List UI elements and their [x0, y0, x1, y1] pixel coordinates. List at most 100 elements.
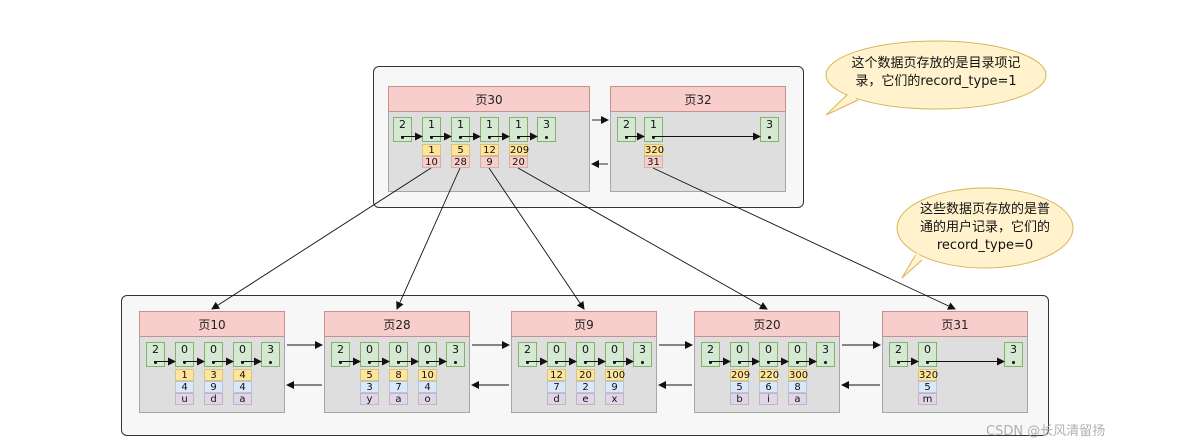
min-key-cell: 320	[644, 144, 665, 156]
column-c3-cell: a	[788, 393, 807, 405]
next-record-pointer	[241, 361, 244, 364]
column-c3-cell: u	[175, 393, 194, 405]
record-header: 0	[759, 342, 778, 367]
next-record-pointer	[555, 361, 558, 364]
primary-key-cell: 209	[730, 369, 751, 381]
page-number-cell: 31	[644, 156, 663, 168]
next-record-pointer	[767, 361, 770, 364]
directory-callout: 这个数据页存放的是目录项记 录，它们的record_type=1	[818, 38, 1048, 120]
column-c2-cell: 5	[918, 381, 937, 393]
record-header: 0	[918, 342, 937, 367]
column-c2-cell: 4	[418, 381, 437, 393]
column-c2-cell: 3	[360, 381, 379, 393]
page-number-cell: 9	[480, 156, 499, 168]
record-type: 0	[181, 343, 188, 356]
column-c3-cell: y	[360, 393, 379, 405]
record-header: 0	[175, 342, 194, 367]
primary-key-cell: 4	[233, 369, 252, 381]
record-type: 0	[210, 343, 217, 356]
record-type: 3	[639, 343, 646, 356]
record-header: 2	[331, 342, 350, 367]
next-record-pointer	[796, 361, 799, 364]
record-header: 2	[617, 117, 636, 142]
next-record-pointer	[454, 361, 457, 364]
page-header: 页10	[139, 311, 285, 337]
next-record-pointer	[430, 136, 433, 139]
primary-key-cell: 1	[175, 369, 194, 381]
record-type: 1	[515, 118, 522, 131]
record-header: 3	[816, 342, 835, 367]
next-record-pointer	[154, 361, 157, 364]
next-record-pointer	[824, 361, 827, 364]
record-header: 1	[480, 117, 499, 142]
next-record-pointer	[212, 361, 215, 364]
record-type: 1	[428, 118, 435, 131]
column-c2-cell: 4	[175, 381, 194, 393]
column-c2-cell: 4	[233, 381, 252, 393]
next-record-pointer	[641, 361, 644, 364]
record-type: 0	[239, 343, 246, 356]
primary-key-cell: 3	[204, 369, 223, 381]
record-type: 0	[424, 343, 431, 356]
page-number-cell: 28	[451, 156, 470, 168]
column-c2-cell: 7	[547, 381, 566, 393]
next-record-pointer	[517, 136, 520, 139]
primary-key-cell: 5	[360, 369, 379, 381]
record-type: 0	[736, 343, 743, 356]
column-c2-cell: 2	[576, 381, 595, 393]
record-header: 3	[1004, 342, 1023, 367]
page-number-cell: 20	[509, 156, 528, 168]
record-header: 2	[701, 342, 720, 367]
primary-key-cell: 220	[759, 369, 780, 381]
record-header: 3	[446, 342, 465, 367]
next-record-pointer	[426, 361, 429, 364]
column-c2-cell: 9	[605, 381, 624, 393]
record-type: 2	[399, 118, 406, 131]
leaf-callout: 这些数据页存放的是普 通的用户记录，它们的 record_type=0	[890, 186, 1075, 281]
record-header: 1	[509, 117, 528, 142]
record-header: 0	[788, 342, 807, 367]
page-header: 页30	[388, 86, 590, 112]
record-header: 3	[261, 342, 280, 367]
record-type: 1	[457, 118, 464, 131]
next-record-pointer	[926, 361, 929, 364]
next-record-pointer	[709, 361, 712, 364]
record-type: 3	[452, 343, 459, 356]
record-header: 2	[146, 342, 165, 367]
column-c2-cell: 9	[204, 381, 223, 393]
record-type: 0	[765, 343, 772, 356]
next-record-pointer	[738, 361, 741, 364]
leaf-callout-line-1: 这些数据页存放的是普	[919, 202, 1050, 217]
record-header: 1	[451, 117, 470, 142]
record-type: 2	[337, 343, 344, 356]
column-c3-cell: a	[389, 393, 408, 405]
record-type: 2	[707, 343, 714, 356]
page-header: 页20	[694, 311, 840, 337]
next-record-pointer	[269, 361, 272, 364]
leaf-callout-line-3: record_type=0	[936, 238, 1034, 253]
column-c3-cell: o	[418, 393, 437, 405]
record-header: 0	[389, 342, 408, 367]
record-type: 0	[611, 343, 618, 356]
record-header: 1	[644, 117, 663, 142]
next-record-pointer	[397, 361, 400, 364]
record-header: 0	[233, 342, 252, 367]
